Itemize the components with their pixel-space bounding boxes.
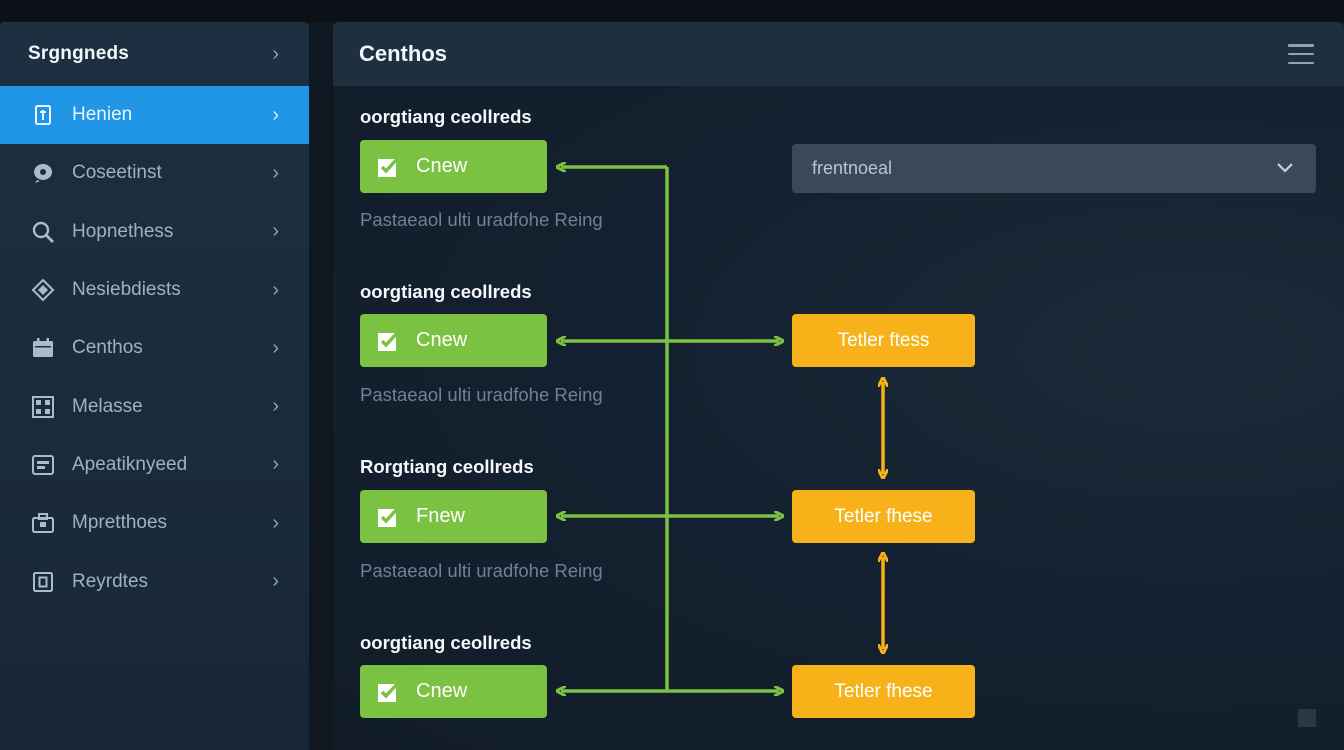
sidebar: Srgngneds › Henien › Coseetinst › Hopnet…	[0, 22, 309, 750]
section-title: Rorgtiang ceollreds	[360, 456, 534, 477]
top-strip	[0, 0, 1344, 22]
new-task-button[interactable]: Fnew	[360, 490, 547, 543]
chevron-down-icon	[1276, 158, 1294, 179]
document-icon	[30, 102, 56, 128]
world-map-background	[333, 86, 1344, 750]
sidebar-title: Srgngneds	[28, 43, 130, 64]
new-task-button[interactable]: Cnew	[360, 665, 547, 718]
chevron-right-icon: ›	[272, 336, 279, 359]
square-icon	[30, 569, 56, 595]
sidebar-item-label: Mpretthoes	[72, 512, 168, 534]
card-icon	[30, 452, 56, 478]
chat-icon	[30, 160, 56, 186]
sidebar-header[interactable]: Srgngneds ›	[0, 22, 309, 86]
chevron-right-icon: ›	[272, 42, 279, 65]
chevron-right-icon: ›	[272, 453, 279, 476]
sidebar-item-label: Hopnethess	[72, 220, 174, 242]
diamond-icon	[30, 277, 56, 303]
dropdown-value: frentnoeal	[812, 158, 893, 178]
chevron-right-icon: ›	[272, 220, 279, 243]
hamburger-menu-icon[interactable]	[1288, 44, 1314, 64]
page-title: Centhos	[359, 41, 447, 66]
chevron-right-icon: ›	[272, 511, 279, 534]
sidebar-item-label: Henien	[72, 104, 133, 126]
sidebar-item-coseetinst[interactable]: Coseetinst ›	[0, 144, 309, 202]
orange-action-button[interactable]: Tetler fhese	[792, 490, 975, 543]
main-panel: Centhos	[333, 22, 1344, 750]
chevron-right-icon: ›	[272, 278, 279, 301]
search-icon	[30, 219, 56, 245]
calendar-icon	[30, 335, 56, 361]
workflow-canvas: oorgtiang ceollreds Cnew Pastaeaol ulti …	[333, 22, 1344, 750]
resize-handle[interactable]	[1298, 709, 1316, 727]
orange-action-button[interactable]: Tetler fhese	[792, 665, 975, 718]
filter-dropdown[interactable]: frentnoeal	[792, 144, 1316, 193]
briefcase-icon	[30, 510, 56, 536]
sidebar-item-label: Nesiebdiests	[72, 279, 181, 301]
sidebar-item-hopnethess[interactable]: Hopnethess ›	[0, 203, 309, 261]
new-task-button[interactable]: Cnew	[360, 314, 547, 367]
sidebar-item-label: Reyrdtes	[72, 570, 149, 592]
grid-icon	[30, 394, 56, 420]
workflow-connectors	[333, 22, 1344, 750]
new-task-button-label: Cnew	[416, 155, 468, 177]
section-description: Pastaeaol ulti uradfohe Reing	[360, 209, 603, 230]
section-description: Pastaeaol ulti uradfohe Reing	[360, 384, 603, 405]
sidebar-item-reyrdtes[interactable]: Reyrdtes ›	[0, 552, 309, 610]
chevron-right-icon: ›	[272, 103, 279, 126]
checkbox-checked-icon	[376, 329, 400, 353]
sidebar-item-apeatiknyeed[interactable]: Apeatiknyeed ›	[0, 436, 309, 494]
sidebar-item-mpretthoes[interactable]: Mpretthoes ›	[0, 494, 309, 552]
main-header: Centhos	[333, 22, 1344, 86]
sidebar-item-melasse[interactable]: Melasse ›	[0, 377, 309, 435]
sidebar-item-label: Centhos	[72, 337, 143, 359]
sidebar-item-label: Apeatiknyeed	[72, 453, 188, 475]
sidebar-item-nesiebdiests[interactable]: Nesiebdiests ›	[0, 261, 309, 319]
sidebar-item-henien[interactable]: Henien ›	[0, 86, 309, 145]
sidebar-item-label: Coseetinst	[72, 162, 162, 184]
chevron-right-icon: ›	[272, 570, 279, 593]
new-task-button-label: Cnew	[416, 329, 468, 351]
new-task-button-label: Fnew	[416, 505, 465, 527]
orange-action-button[interactable]: Tetler ftess	[792, 314, 975, 367]
section-title: oorgtiang ceollreds	[360, 281, 532, 302]
new-task-button-label: Cnew	[416, 680, 468, 702]
sidebar-item-centhos[interactable]: Centhos ›	[0, 319, 309, 377]
checkbox-checked-icon	[376, 155, 400, 179]
section-description: Pastaeaol ulti uradfohe Reing	[360, 560, 603, 581]
section-title: oorgtiang ceollreds	[360, 632, 532, 653]
checkbox-checked-icon	[376, 505, 400, 529]
chevron-right-icon: ›	[272, 395, 279, 418]
sidebar-item-label: Melasse	[72, 395, 143, 417]
checkbox-checked-icon	[376, 680, 400, 704]
chevron-right-icon: ›	[272, 161, 279, 184]
section-title: oorgtiang ceollreds	[360, 106, 532, 127]
new-task-button[interactable]: Cnew	[360, 140, 547, 193]
